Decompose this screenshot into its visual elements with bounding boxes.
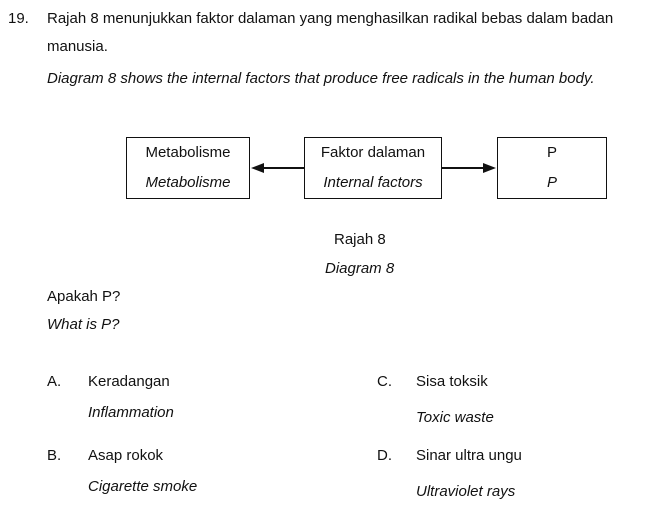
option-c-malay: Sisa toksik [416,373,488,390]
metabolism-box-malay: Metabolisme [145,144,231,161]
internal-factors-box: Faktor dalaman Internal factors [304,137,442,199]
p-box-malay: P [546,144,557,161]
arrow-to-metabolism-head [251,163,264,173]
option-c-english: Toxic waste [416,409,494,426]
option-d-malay: Sinar ultra ungu [416,447,522,464]
option-a-malay: Keradangan [88,373,170,390]
option-d-letter: D. [377,447,392,464]
metabolism-box: Metabolisme Metabolisme [126,137,250,199]
diagram-caption-malay: Rajah 8 [334,231,386,248]
option-b-letter: B. [47,447,62,464]
option-a-english: Inflammation [88,404,174,421]
p-box-english: P [546,174,557,191]
option-b-malay: Asap rokok [88,447,164,464]
internal-factors-box-malay: Faktor dalaman [320,144,426,161]
option-a-letter: A. [47,373,62,390]
option-b-english: Cigarette smoke [88,478,198,495]
diagram-caption-english: Diagram 8 [325,260,395,277]
question-stem-malay-line1: Rajah 8 menunjukkan faktor dalaman yang … [47,10,614,27]
internal-factors-box-english: Internal factors [323,174,423,191]
prompt-english: What is P? [47,316,120,333]
p-box: P P [497,137,607,199]
question-stem-english: Diagram 8 shows the internal factors tha… [47,70,595,87]
option-d-english: Ultraviolet rays [416,483,516,500]
option-c-letter: C. [377,373,392,390]
prompt-malay: Apakah P? [47,288,121,305]
arrow-to-p-head [483,163,496,173]
metabolism-box-english: Metabolisme [145,174,231,191]
question-stem-malay-line2: manusia. [47,38,108,55]
question-number: 19. [8,10,29,27]
